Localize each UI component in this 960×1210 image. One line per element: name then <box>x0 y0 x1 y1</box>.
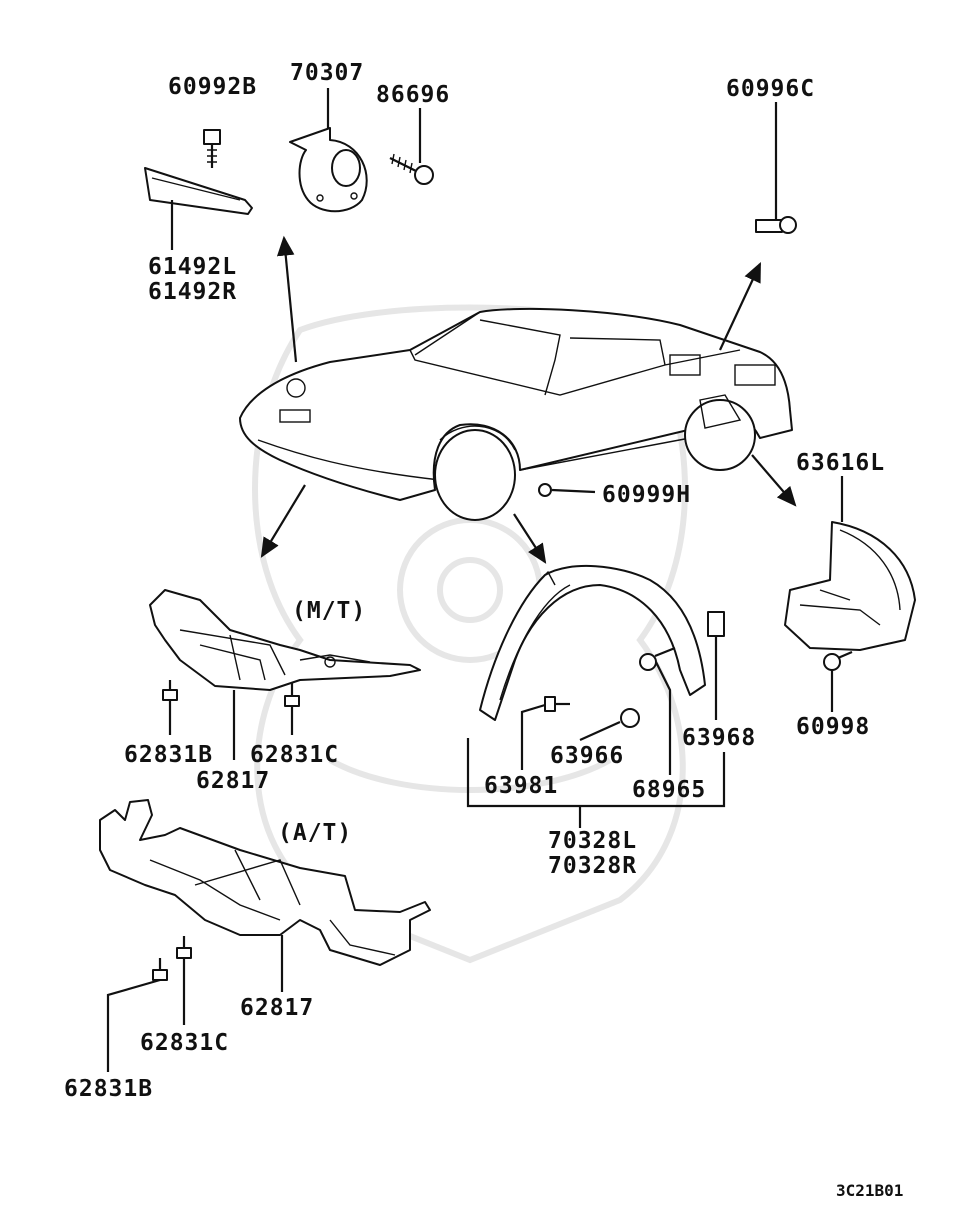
bolt-62831B-mt <box>162 680 178 701</box>
label-62817-at: 62817 <box>240 995 314 1021</box>
screw-60992B <box>203 129 221 168</box>
label-60999H: 60999H <box>602 482 691 508</box>
label-63981: 63981 <box>484 773 558 799</box>
label-70328L: 70328L <box>548 828 637 854</box>
label-86696: 86696 <box>376 82 450 108</box>
bolt-62831B-at <box>152 958 168 981</box>
fender-liner-70328 <box>479 565 706 721</box>
label-62831B-mt: 62831B <box>124 742 213 768</box>
label-60998: 60998 <box>796 714 870 740</box>
bolt-63981 <box>544 696 570 712</box>
label-63966: 63966 <box>550 743 624 769</box>
label-62831C-mt: 62831C <box>250 742 339 768</box>
label-62817-mt: 62817 <box>196 768 270 794</box>
label-60996C: 60996C <box>726 76 815 102</box>
bolt-62831C-mt <box>284 682 300 707</box>
clip-63968 <box>707 611 725 637</box>
label-61492R: 61492R <box>148 279 237 305</box>
label-62831C-at: 62831C <box>140 1030 229 1056</box>
car-body <box>239 307 793 521</box>
label-62831B-at: 62831B <box>64 1076 153 1102</box>
clip-60999H <box>538 483 552 497</box>
label-61492L: 61492L <box>148 254 237 280</box>
screw-68965 <box>639 646 676 671</box>
label-at: (A/T) <box>278 820 352 846</box>
undercover-62817-mt <box>149 589 421 691</box>
nut-63966 <box>620 708 640 728</box>
label-63616L: 63616L <box>796 450 885 476</box>
undercover-62817-at <box>99 799 431 966</box>
bolt-60998 <box>823 650 853 671</box>
trim-strip-61492 <box>144 167 253 215</box>
label-70307: 70307 <box>290 60 364 86</box>
diagram-code: 3C21B01 <box>836 1181 903 1200</box>
rear-liner-63616L <box>784 521 916 651</box>
label-mt: (M/T) <box>292 598 366 624</box>
clip-60996C <box>755 216 797 234</box>
label-60992B: 60992B <box>168 74 257 100</box>
screw-86696 <box>389 153 434 185</box>
label-68965: 68965 <box>632 777 706 803</box>
bolt-62831C-at <box>176 936 192 959</box>
label-70328R: 70328R <box>548 853 637 879</box>
label-63968: 63968 <box>682 725 756 751</box>
bracket-70307 <box>289 127 368 213</box>
